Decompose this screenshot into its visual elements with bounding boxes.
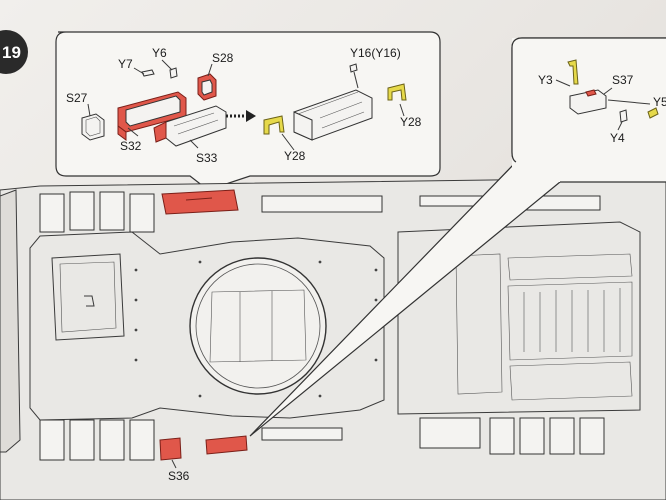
part-y7 (141, 69, 155, 77)
step-number: 19 (2, 43, 21, 62)
hull-top-view: S36 (0, 175, 666, 500)
callout-box-left: Y7 Y6 S28 S27 S32 S33 Y16(Y16) Y28 Y28 (55, 31, 441, 191)
label-y28-right: Y28 (400, 115, 422, 129)
part-y6 (169, 67, 178, 79)
callout-right-parts (555, 59, 659, 131)
label-y7: Y7 (118, 57, 133, 71)
part-s36 (159, 435, 248, 461)
part-s33 (153, 105, 227, 147)
label-y6: Y6 (152, 46, 167, 60)
label-y4-top: Y4 (610, 131, 625, 145)
part-s27 (81, 113, 105, 141)
assembled-box (293, 89, 373, 141)
label-s28: S28 (212, 51, 234, 65)
label-y16: Y16(Y16) (350, 46, 401, 60)
part-y28-right (387, 83, 407, 101)
label-s36: S36 (168, 469, 190, 483)
hull-red-box-top (161, 189, 239, 215)
label-s27: S27 (66, 91, 88, 105)
label-y5-top: Y5 (653, 95, 666, 109)
lower-stowage (39, 417, 605, 461)
label-y3-top: Y3 (538, 73, 553, 87)
leader-lines-left (87, 59, 213, 149)
assembly-arrow (226, 110, 256, 122)
label-y28-bottom: Y28 (284, 149, 306, 163)
label-s37-top: S37 (612, 73, 634, 87)
step-badge: 19 (0, 30, 28, 74)
label-s33: S33 (196, 151, 218, 165)
upper-stowage (39, 191, 601, 233)
engine-grille (523, 288, 621, 352)
label-s32: S32 (120, 139, 142, 153)
part-s28 (197, 73, 217, 101)
part-y16 (349, 63, 359, 89)
part-y28-left (263, 115, 285, 135)
